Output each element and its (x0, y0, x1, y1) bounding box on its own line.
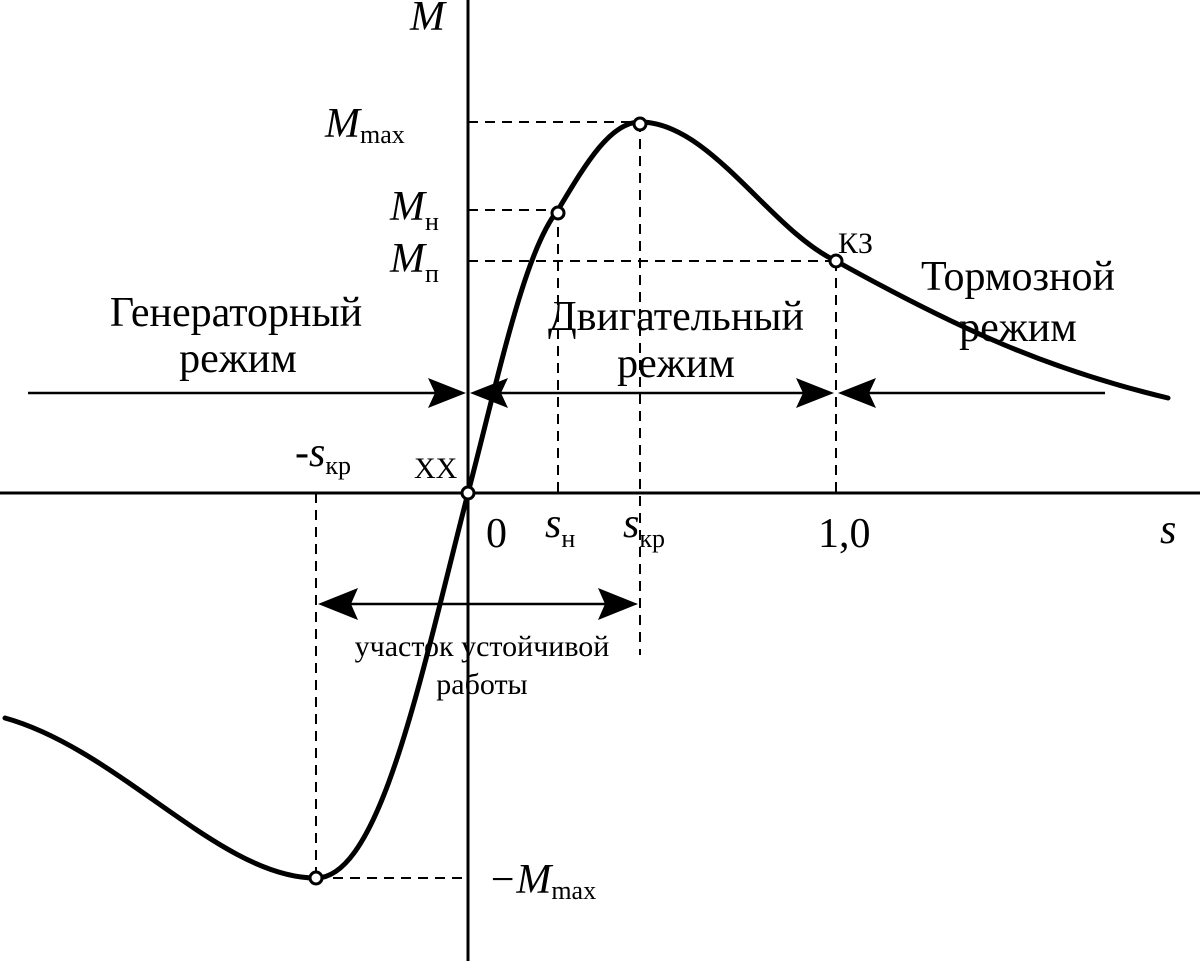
mmax-label: Mmax (324, 101, 405, 149)
generator-arrow-head (428, 378, 466, 408)
stable-zone-label-2: работы (436, 668, 527, 701)
motor-mode-subtitle: режим (617, 341, 735, 387)
skr-label: sкр (623, 501, 665, 553)
nominal-point (550, 205, 566, 221)
motor-mode-title: Двигательный (548, 294, 804, 340)
short-circuit-point (828, 253, 844, 269)
max-torque-point (632, 116, 648, 132)
torque-slip-curve (2, 119, 1171, 881)
sn-label: sн (545, 501, 575, 553)
motor-arrow-right-head (796, 378, 834, 408)
neg-max-torque-point (308, 870, 324, 886)
stable-zone-label: участок устойчивой (355, 630, 610, 663)
mn-label: Mн (389, 184, 439, 236)
guide-lines (315, 121, 837, 879)
stable-zone-arrow (318, 588, 638, 620)
brake-mode-title: Тормозной (921, 254, 1115, 300)
slip-one-label: 1,0 (818, 511, 871, 557)
short-circuit-label: КЗ (838, 227, 873, 260)
mp-label: Mп (389, 236, 439, 288)
generator-mode-subtitle: режим (179, 336, 297, 382)
brake-mode-subtitle: режим (959, 305, 1077, 351)
generator-mode-title: Генераторный (110, 290, 362, 336)
idle-point-label: ХХ (414, 452, 458, 485)
slip-zero-label: 0 (486, 511, 507, 557)
torque-axis-label: M (409, 0, 447, 40)
idle-point (460, 485, 476, 501)
neg-mmax-label: −Mmax (488, 857, 596, 905)
brake-arrow-head (838, 378, 876, 408)
motor-arrow-left-head (470, 378, 508, 408)
neg-skr-label: -sкр (295, 430, 351, 480)
regime-arrows (28, 378, 1105, 408)
slip-axis-label: s (1160, 507, 1176, 553)
